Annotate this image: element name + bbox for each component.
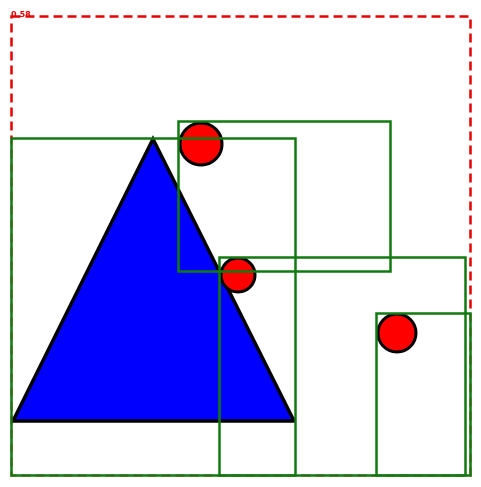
outer-bounding-box	[10, 15, 472, 477]
top-circle-bounding-box	[177, 120, 392, 273]
triangle-bounding-box	[10, 137, 297, 477]
outer-box-label: 0.58	[11, 10, 31, 19]
red-circle-right	[376, 312, 418, 354]
right-circle-bounding-box	[375, 312, 472, 477]
middle-circle-bounding-box	[218, 256, 467, 477]
red-circle-middle	[219, 256, 257, 294]
red-circle-top	[178, 121, 224, 167]
